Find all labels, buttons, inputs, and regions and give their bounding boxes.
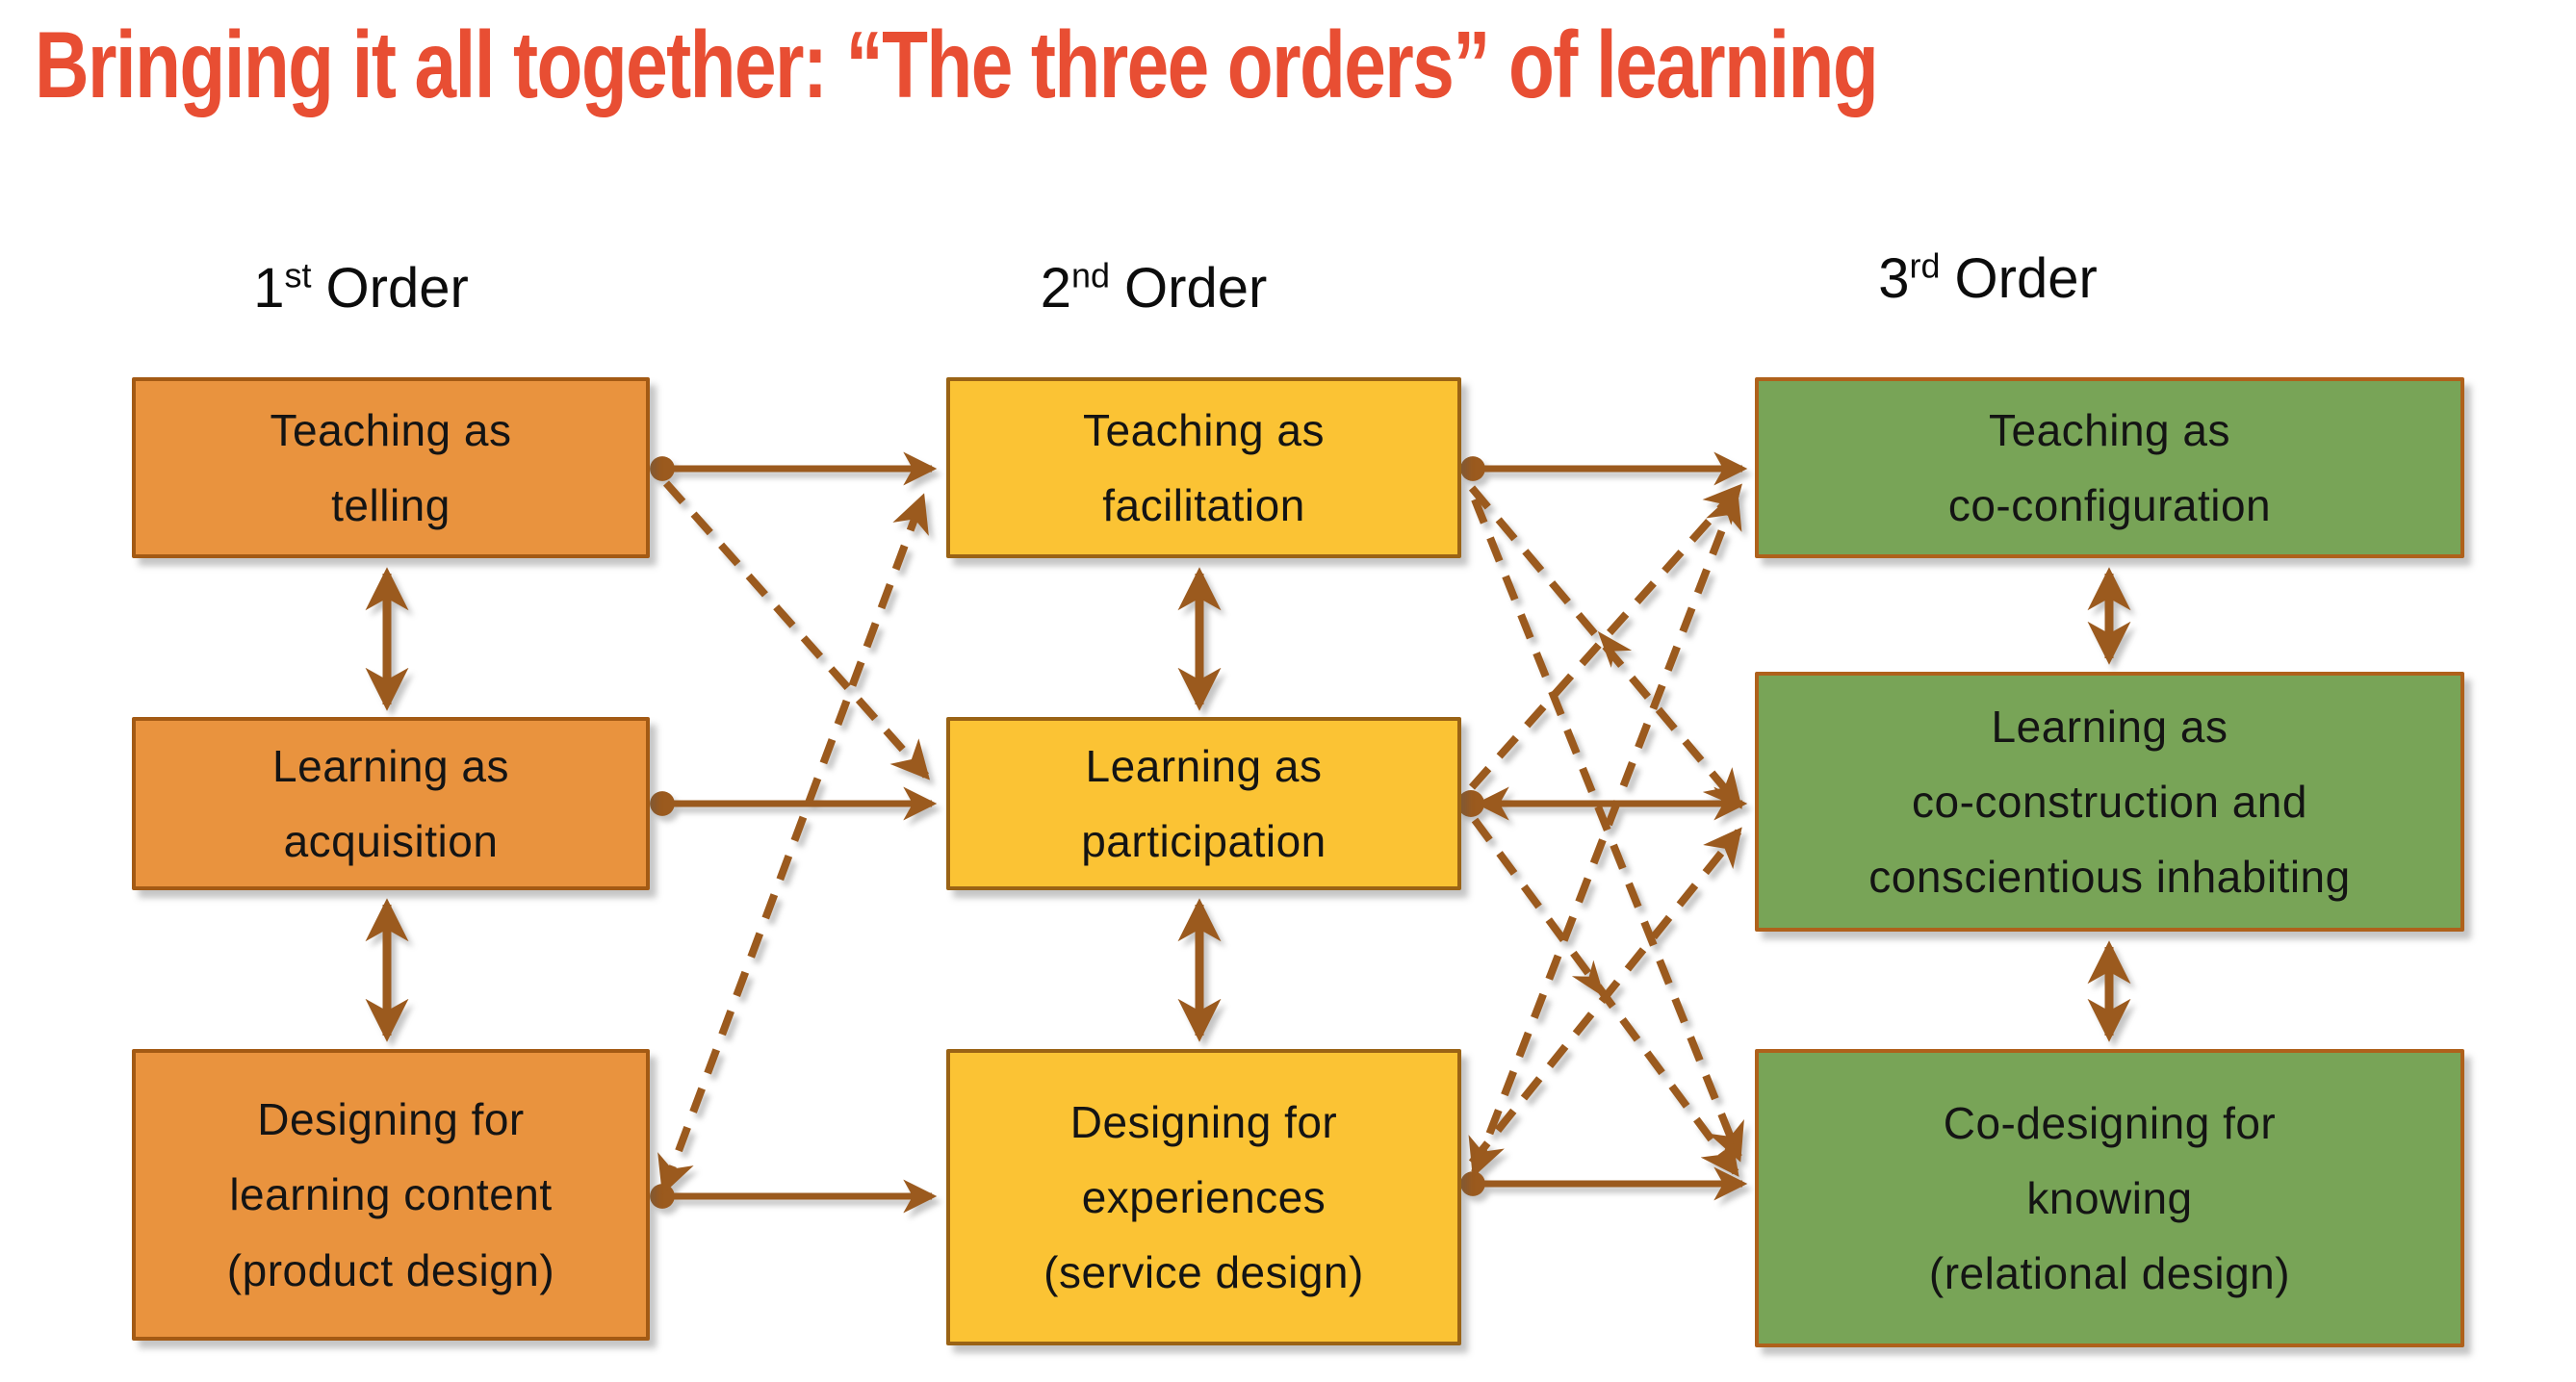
dashed-arrow-experiences-to-coconstruction: [1468, 827, 1742, 1165]
box-label: Teaching as telling: [270, 404, 512, 530]
order-word: Order: [1124, 257, 1268, 320]
ordinal-suffix: nd: [1070, 255, 1110, 295]
dashed-arrow-facilitation-to-coconstruction: [1468, 485, 1742, 809]
dashed-arrow-participation-to-codesigning: [1471, 817, 1739, 1177]
box-label: Co-designing for knowing (relational des…: [1928, 1097, 2291, 1299]
box-label: Designing for experiences (service desig…: [1043, 1096, 1364, 1298]
order-number: 2: [1040, 257, 1071, 320]
box-learning-as-coconstruction: Learning as co-construction and conscien…: [1755, 672, 2464, 932]
dashed-arrow-experiences-coconfiguration: [1468, 489, 1742, 1178]
box-teaching-as-coconfiguration: Teaching as co-configuration: [1755, 377, 2464, 558]
box-label: Designing for learning content (product …: [226, 1094, 555, 1295]
box-designing-for-experiences: Designing for experiences (service desig…: [946, 1049, 1461, 1345]
order-word: Order: [325, 257, 469, 320]
box-label: Learning as acquisition: [272, 740, 509, 866]
dashed-arrow-designing-facilitation: [657, 493, 929, 1195]
order-number: 1: [253, 257, 285, 320]
box-label: Teaching as co-configuration: [1947, 404, 2272, 530]
box-learning-as-acquisition: Learning as acquisition: [132, 717, 650, 890]
dashed-arrow-telling-to-participation: [663, 480, 930, 781]
ordinal-suffix: rd: [1909, 245, 1941, 286]
mid-arrowhead: [1597, 630, 1633, 668]
box-label: Learning as participation: [1081, 740, 1327, 866]
dashed-arrow-participation-to-coconfiguration: [1469, 483, 1742, 790]
box-teaching-as-facilitation: Teaching as facilitation: [946, 377, 1461, 558]
box-designing-for-learning-content: Designing for learning content (product …: [132, 1049, 650, 1341]
connector-dot: [1457, 790, 1484, 817]
column-header-2nd-order: 2nd Order: [896, 258, 1411, 320]
order-number: 3: [1878, 247, 1910, 310]
column-header-3rd-order: 3rd Order: [1635, 248, 2341, 310]
box-codesigning-for-knowing: Co-designing for knowing (relational des…: [1755, 1049, 2464, 1347]
order-word: Order: [1954, 247, 2098, 310]
ordinal-suffix: st: [284, 255, 312, 295]
column-header-1st-order: 1st Order: [102, 258, 620, 320]
dashed-arrow-facilitation-to-codesigning: [1471, 498, 1744, 1163]
mid-arrowhead: [1571, 960, 1605, 998]
box-learning-as-participation: Learning as participation: [946, 717, 1461, 890]
box-label: Learning as co-construction and conscien…: [1868, 701, 2351, 903]
box-teaching-as-telling: Teaching as telling: [132, 377, 650, 558]
box-label: Teaching as facilitation: [1083, 404, 1325, 530]
page-title: Bringing it all together: “The three ord…: [35, 12, 1879, 117]
